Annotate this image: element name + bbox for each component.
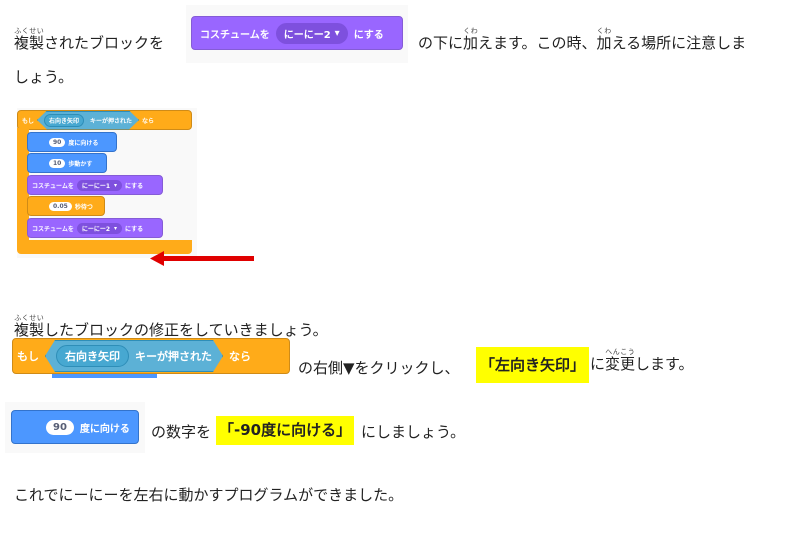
paragraph-line-1c: しょう。 [14,68,74,86]
paragraph-line-3b: に変更へんこうします。 [590,348,694,373]
ruby-fukusei: 複製ふくせい [14,27,45,52]
block-image-costume: コスチュームをにーにー2▾にする [186,5,408,63]
costume-dropdown: にーにー2▾ [275,22,348,44]
paragraph-line-1b: の下に加くわえます。この時、加くわえる場所に注意しま [418,27,747,52]
paragraph-line-4: の数字を [151,423,212,441]
costume2-block: コスチュームをにーにー2▾にする [27,218,163,238]
paragraph-line-2: 複製ふくせいしたブロックの修正をしていきましょう。 [14,314,328,339]
if-block: もし右向き矢印キーが押されたなら [17,110,192,130]
paragraph-line-4b: にしましょう。 [361,423,466,441]
paragraph-line-5: これでにーにーを左右に動かすプログラムができました。 [14,486,404,504]
if-block-bottom [17,240,192,254]
highlight-left-arrow: 「左向き矢印」 [476,347,590,383]
text: された​ブロックを [44,34,165,52]
paragraph-line-1: 複製ふくせいされた​ブロックを [14,27,164,53]
block-image-if: もし右向き矢印キーが押されたなら [12,338,290,378]
if-key-block: もし右向き矢印キーが押されたなら [12,338,290,374]
red-arrow-icon [150,251,254,266]
costume1-block: コスチュームをにーにー1▾にする [27,175,163,195]
costume-block: コスチュームをにーにー2▾にする [191,16,403,50]
highlight-minus-90: 「-90度に向ける」 [216,416,355,445]
paragraph-line-3: の右側▼をクリックし、 [298,359,460,377]
